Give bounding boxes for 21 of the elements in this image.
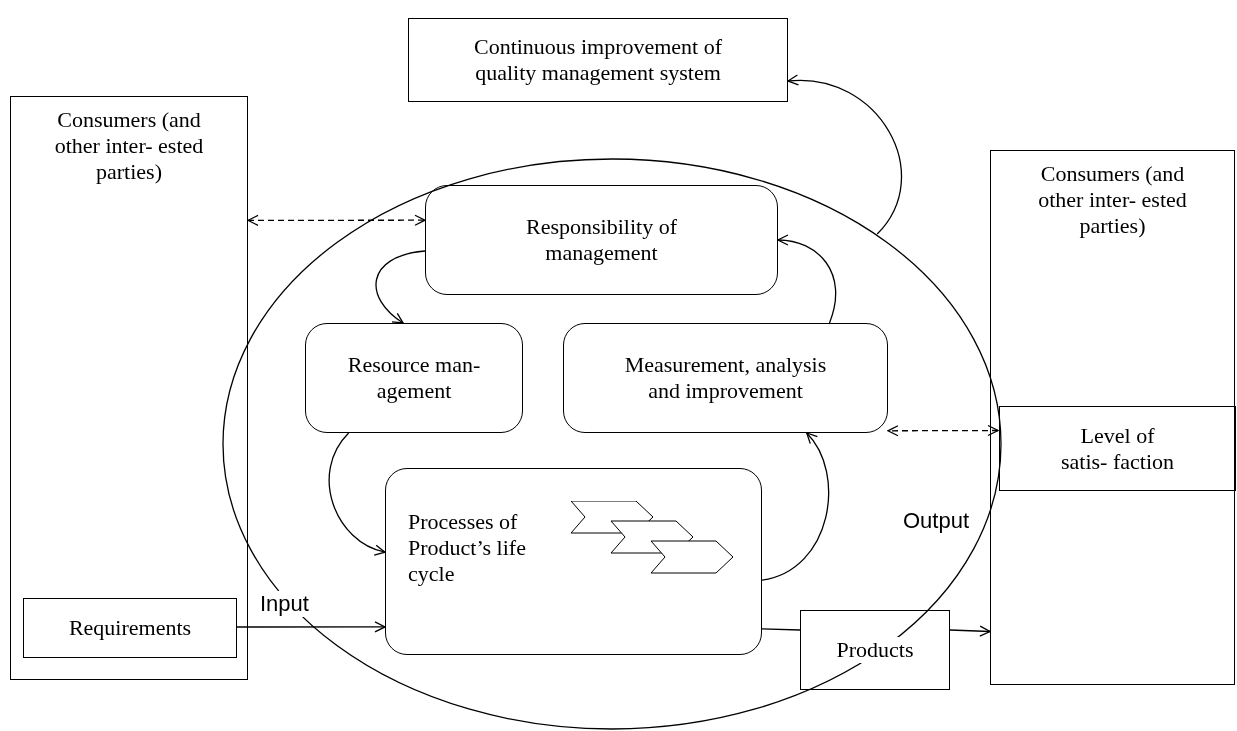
stakeholder-panel <box>10 96 248 680</box>
stakeholder-panel <box>990 150 1235 685</box>
improvement-box <box>408 18 788 102</box>
arrow <box>949 625 991 637</box>
process-box <box>305 323 523 433</box>
connector-line <box>761 628 801 631</box>
dashed-arrow <box>247 214 426 227</box>
dashed-arrow <box>887 424 999 437</box>
curved-arrow <box>375 250 426 324</box>
satisfaction-box <box>999 406 1236 491</box>
requirements-box <box>23 598 237 658</box>
curved-arrow <box>761 432 830 581</box>
curved-arrow <box>787 75 902 235</box>
text-label: Output <box>903 508 970 534</box>
process-box <box>563 323 888 433</box>
process-box <box>425 185 778 295</box>
curved-arrow <box>777 235 837 324</box>
process-box <box>385 468 762 655</box>
curved-arrow <box>328 432 386 555</box>
system-circle <box>222 158 1002 730</box>
arrow <box>235 621 386 633</box>
